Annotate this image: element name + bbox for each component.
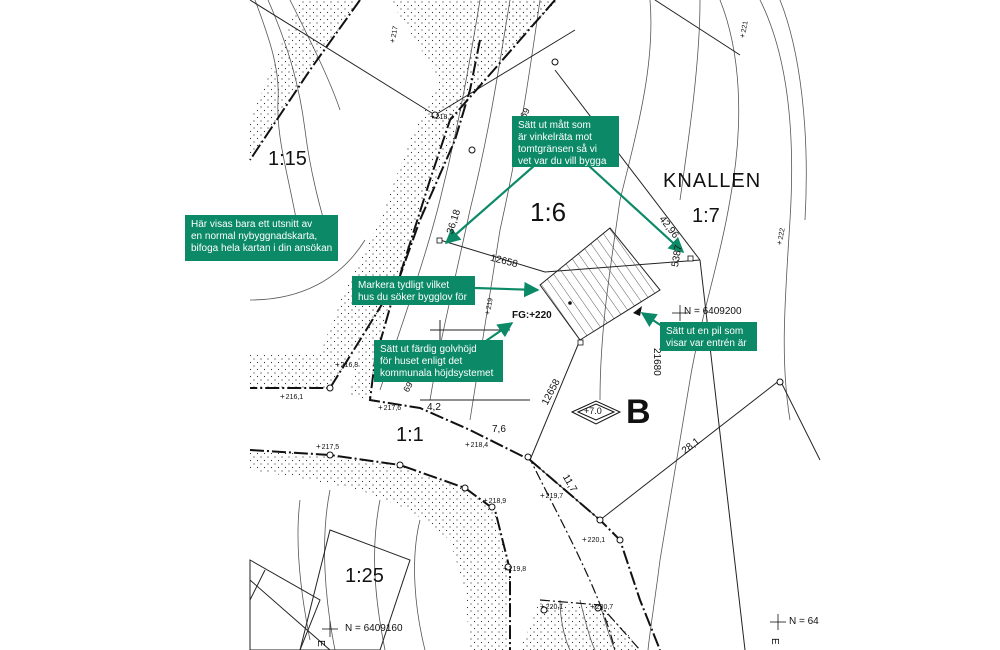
spot-height: 220,1 bbox=[540, 602, 564, 611]
area-name: KNALLEN bbox=[663, 170, 762, 192]
elevation-symbol-label: +7.0 bbox=[584, 406, 602, 416]
plot-label-1-7: 1:7 bbox=[692, 205, 720, 227]
dimension-label: 21680 bbox=[651, 348, 662, 376]
road-band-right bbox=[350, 0, 560, 400]
dimension-label: 7,6 bbox=[492, 424, 506, 435]
spot-height: 219,7 bbox=[540, 491, 564, 500]
road-band-upper bbox=[250, 0, 360, 160]
callout-floor-level: Sätt ut färdig golvhöjd för huset enligt… bbox=[374, 340, 503, 382]
callout-entrance: Sätt ut en pil som visar var entrén är bbox=[660, 322, 757, 351]
entrance-arrow bbox=[633, 306, 642, 316]
coordinate-east: E bbox=[769, 638, 780, 645]
road-band-main bbox=[250, 0, 555, 388]
coordinate-east: E bbox=[315, 640, 326, 647]
spot-height: 218,4 bbox=[465, 440, 489, 449]
spot-height: 216,8 bbox=[335, 360, 359, 369]
spot-height: 220,1 bbox=[582, 535, 606, 544]
plot-label-1-6: 1:6 bbox=[530, 197, 567, 227]
spot-height: 219,8 bbox=[503, 564, 527, 573]
dimension-label: 4,2 bbox=[427, 402, 441, 413]
spot-height: 217,6 bbox=[378, 403, 402, 412]
coordinate-north: N = 6409200 bbox=[684, 306, 742, 317]
floor-level-label: FG:+220 bbox=[512, 310, 552, 321]
plot-label-1-1: 1:1 bbox=[396, 424, 424, 446]
callout-mark-house: Markera tydligt vilket hus du söker bygg… bbox=[352, 276, 475, 305]
callout-dimensions: Sätt ut mått som är vinkelräta mot tomtg… bbox=[512, 116, 619, 167]
house-footprint bbox=[539, 227, 661, 341]
spot-height: 218,2 bbox=[430, 112, 454, 121]
plot-label-1-15: 1:15 bbox=[268, 148, 307, 170]
coordinate-north: N = 6409160 bbox=[345, 623, 403, 634]
callout-map-excerpt: Här visas bara ett utsnitt av en normal … bbox=[185, 215, 338, 261]
road-band-bottom bbox=[520, 600, 640, 650]
road-band-lower bbox=[250, 450, 510, 650]
spot-height: 217,5 bbox=[316, 442, 340, 451]
plot-label-1-25: 1:25 bbox=[345, 565, 384, 587]
coordinate-north: N = 64 bbox=[789, 616, 819, 627]
block-letter-b: B bbox=[626, 393, 651, 431]
spot-height: 216,1 bbox=[280, 392, 304, 401]
spot-height: 220,7 bbox=[590, 602, 614, 611]
spot-height: 218,9 bbox=[483, 496, 507, 505]
